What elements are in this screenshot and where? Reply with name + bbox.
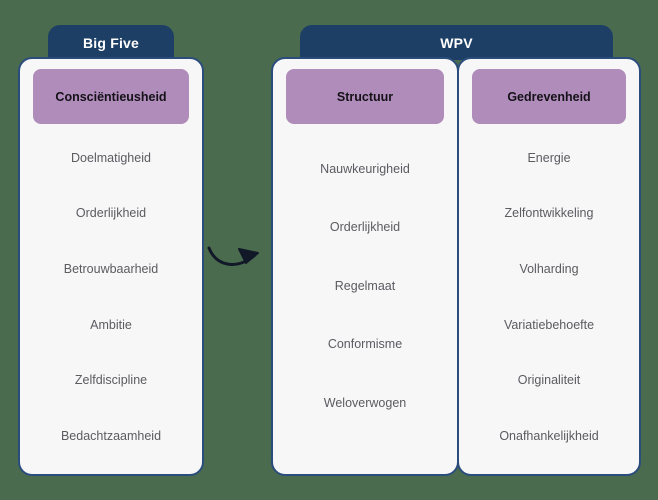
facet-item: Onafhankelijkheid	[499, 428, 599, 443]
facet-item: Conformisme	[327, 337, 403, 352]
facet-list-structuur: Nauwkeurigheid Orderlijkheid Regelmaat C…	[273, 124, 457, 474]
facet-list-gedrevenheid: Energie Zelfontwikkeling Volharding Vari…	[459, 124, 639, 474]
facet-item: Weloverwogen	[323, 395, 407, 410]
trait-title: Consciëntieusheid	[55, 89, 167, 104]
curved-arrow-icon	[207, 246, 259, 266]
facet-item: Variatiebehoefte	[503, 317, 595, 332]
facet-item: Originaliteit	[517, 373, 581, 388]
facet-item: Regelmaat	[334, 278, 396, 293]
facet-item: Doelmatigheid	[71, 150, 151, 165]
trait-header-conscientieusheid: Consciëntieusheid	[33, 69, 189, 124]
trait-card-conscientieusheid: Consciëntieusheid Doelmatigheid Orderlij…	[18, 57, 204, 476]
group-tab-wpv-label: WPV	[440, 34, 473, 51]
facet-list-conscientieusheid: Doelmatigheid Orderlijkheid Betrouwbaarh…	[20, 124, 202, 474]
trait-title: Gedrevenheid	[507, 89, 591, 104]
group-tab-big-five: Big Five	[48, 25, 174, 60]
trait-header-structuur: Structuur	[286, 69, 444, 124]
facet-item: Ambitie	[90, 317, 132, 332]
group-tab-big-five-label: Big Five	[82, 34, 140, 51]
facet-item: Nauwkeurigheid	[320, 162, 410, 176]
facet-item: Orderlijkheid	[75, 206, 147, 221]
trait-title: Structuur	[336, 89, 394, 104]
trait-card-structuur: Structuur Nauwkeurigheid Orderlijkheid R…	[271, 57, 459, 476]
facet-item: Zelfdiscipline	[74, 373, 148, 388]
facet-item: Volharding	[519, 261, 579, 276]
facet-item: Zelfontwikkeling	[504, 206, 594, 221]
trait-card-gedrevenheid: Gedrevenheid Energie Zelfontwikkeling Vo…	[457, 57, 641, 476]
facet-item: Bedachtzaamheid	[60, 428, 162, 443]
group-tab-wpv: WPV	[300, 25, 613, 60]
facet-item: Energie	[527, 150, 571, 165]
facet-item: Betrouwbaarheid	[63, 261, 159, 276]
trait-header-gedrevenheid: Gedrevenheid	[472, 69, 626, 124]
facet-item: Orderlijkheid	[329, 220, 401, 235]
